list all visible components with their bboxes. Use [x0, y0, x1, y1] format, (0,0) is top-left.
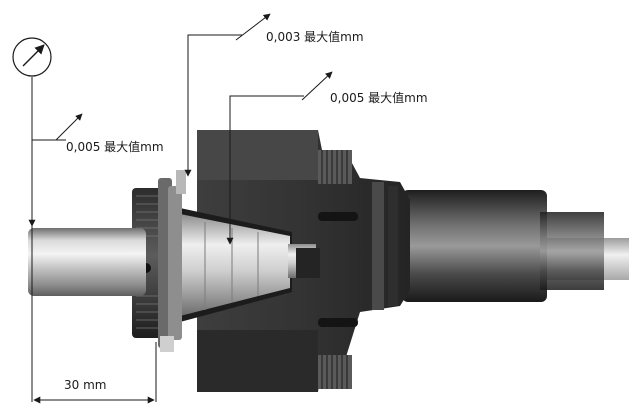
bolt-threads	[321, 150, 348, 389]
body-ring	[372, 182, 384, 310]
tool-shank	[28, 228, 146, 296]
drawbar-block	[296, 248, 320, 278]
holder-body-facet-lower	[197, 330, 318, 392]
top-runout-arrow	[235, 13, 271, 41]
tool-holder-assembly	[28, 130, 629, 392]
left-runout-label: 0,005 最大值mm	[66, 140, 164, 154]
body-ring-2	[388, 186, 398, 306]
threaded-bolt-bottom	[318, 355, 352, 389]
top-runout-leader	[184, 34, 242, 177]
threaded-bolt-top	[318, 150, 352, 184]
dial-indicator-icon	[12, 37, 52, 77]
body-slot-lower	[318, 318, 358, 327]
left-runout-arrow	[55, 113, 83, 141]
collet	[180, 214, 290, 316]
top-runout-label: 0,003 最大值mm	[266, 30, 364, 44]
holder-body-facet	[197, 130, 318, 180]
middle-runout-arrow	[301, 71, 333, 101]
flange-rim	[176, 170, 186, 194]
clamping-nut	[132, 188, 162, 338]
annotation-lines	[28, 13, 333, 404]
middle-runout-label: 0,005 最大值mm	[330, 91, 428, 105]
spindle-sleeve	[402, 190, 547, 302]
body-slot-upper	[318, 212, 358, 221]
dimension-label: 30 mm	[64, 378, 107, 392]
flange-rim-bottom	[160, 336, 174, 352]
spindle-sleeve-step	[540, 212, 604, 290]
middle-runout-leader	[226, 95, 304, 245]
flange-ring-inner	[168, 186, 182, 340]
